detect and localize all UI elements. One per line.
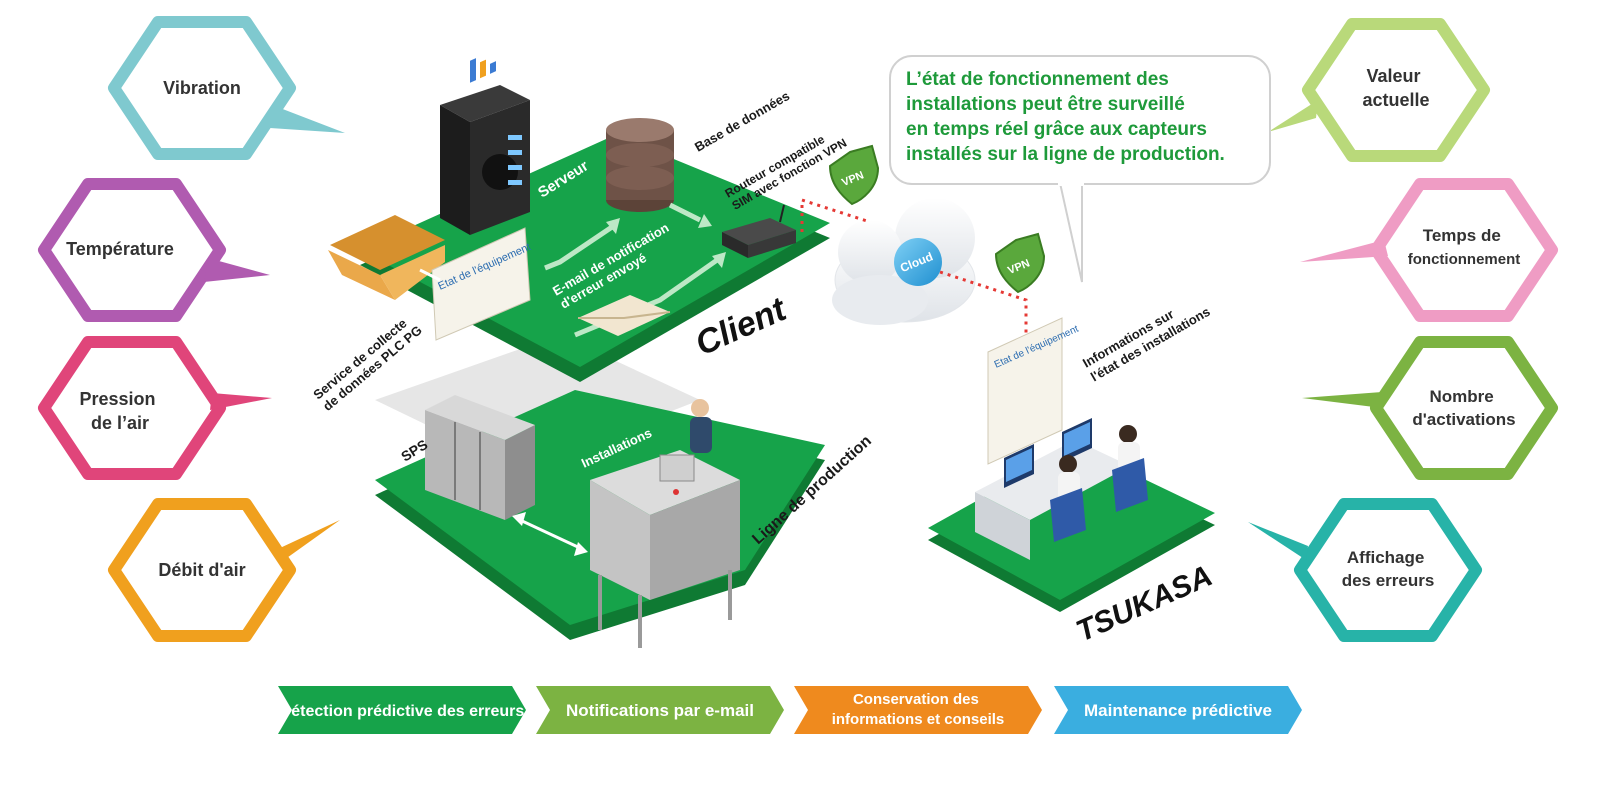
hexagon-air-pressure: Pression de l’air (38, 336, 272, 480)
hexagon-activations-label: Nombre d'activations (1412, 387, 1515, 429)
step-maintenance: Maintenance prédictive (1054, 686, 1302, 734)
database-icon (606, 118, 674, 212)
left-hexagon-group: Vibration Température Pression de l’air (38, 16, 345, 642)
double-arrow (512, 512, 588, 556)
step-maintenance-label: Maintenance prédictive (1084, 701, 1272, 720)
server-tower-icon (440, 85, 530, 235)
step-predictive-detection: Détection prédictive des erreurs (278, 686, 526, 734)
hexagon-vibration-label: Vibration (163, 78, 241, 98)
hexagon-vibration: Vibration (108, 16, 345, 160)
step-conservation-label: Conservation des informations et conseil… (832, 691, 1005, 728)
callout-bubble: L’état de fonctionnement des installatio… (889, 55, 1271, 283)
right-hexagon-group: Valeur actuelle Temps de fonctionnement … (1248, 18, 1558, 642)
hexagon-activations: Nombre d'activations (1302, 336, 1558, 480)
step-email: Notifications par e-mail (536, 686, 784, 734)
hexagon-temperature-label: Température (66, 239, 174, 259)
step-email-label: Notifications par e-mail (566, 701, 754, 720)
database-label: Base de données (692, 88, 792, 154)
hexagon-air-flow: Débit d'air (108, 498, 340, 642)
process-steps: Détection prédictive des erreurs Notific… (278, 686, 1302, 734)
hexagon-temperature: Température (38, 178, 270, 322)
equipment-status-document: Etat de l'équipement (431, 58, 533, 341)
hexagon-operating-time: Temps de fonctionnement (1300, 178, 1558, 322)
cloud-group: Cloud VPN VPN (800, 144, 1046, 340)
vpn-dotted-link-left (800, 197, 871, 232)
vpn-shield-icon-right: VPN (994, 232, 1046, 294)
callout-text: L’état de fonctionnement des installatio… (906, 69, 1225, 165)
router-icon (722, 204, 796, 258)
operator-person-icon (690, 399, 712, 453)
cloud-icon: Cloud (832, 198, 976, 325)
vpn-shield-icon-left: VPN (828, 144, 880, 206)
hexagon-error-display: Affichage des erreurs (1248, 498, 1482, 642)
hexagon-current-value: Valeur actuelle (1268, 18, 1490, 162)
hexagon-air-pressure-label: Pression de l’air (79, 389, 160, 433)
tsukasa-platform: Etat de l'équipement Informations sur l'… (928, 290, 1217, 648)
info-label: Informations sur l'état des installation… (1080, 290, 1213, 384)
hexagon-air-flow-label: Débit d'air (158, 560, 245, 580)
folder-icon (328, 215, 445, 300)
vpn-dotted-link-right (939, 270, 1028, 340)
hexagon-operating-time-label: Temps de fonctionnement (1408, 226, 1521, 268)
hexagon-current-value-label: Valeur actuelle (1362, 66, 1429, 110)
step-predictive-detection-label: Détection prédictive des erreurs (280, 703, 525, 720)
installation-machine (590, 450, 740, 648)
worker-icon (1050, 425, 1148, 542)
plc-cabinet (425, 395, 535, 520)
production-line-platform: SPS Installations Ligne de production (375, 335, 875, 648)
monitor-icon (1004, 418, 1092, 488)
step-conservation: Conservation des informations et conseil… (794, 686, 1042, 734)
envelope-icon (578, 295, 671, 336)
client-platform: Serveur Base de données Routeur compatib… (328, 58, 849, 382)
hexagon-error-display-label: Affichage des erreurs (1342, 548, 1435, 590)
